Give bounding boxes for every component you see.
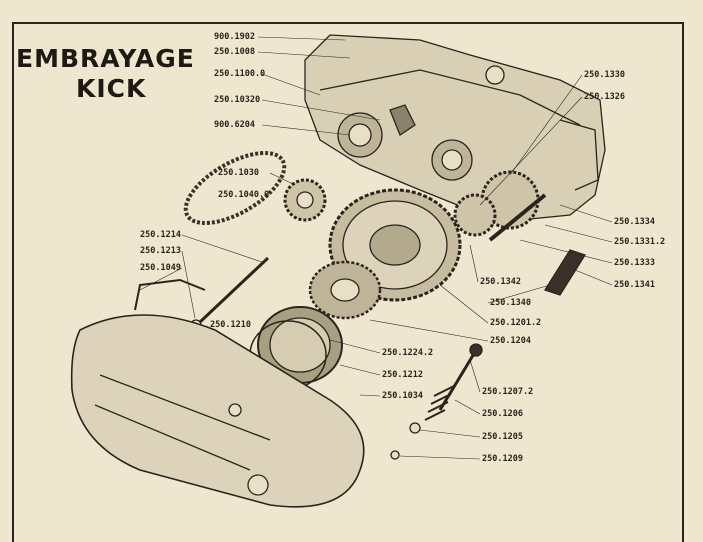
clutch-basket [328,188,462,302]
part-label: 250.1341 [614,280,655,290]
diagram-title-line1: EMBRAYAGE [16,44,195,73]
part-label: 250.1207.2 [482,387,534,397]
part-label: 250.1340 [490,298,531,308]
parts-diagram-page: EMBRAYAGE KICK [12,22,684,542]
part-label: 250.1342 [480,277,521,287]
part-label: 250.1008 [214,47,255,57]
part-label: 250.1100.0 [214,69,266,79]
part-label: 250.10320 [214,95,261,105]
part-label: 250.1326 [584,92,625,102]
part-label: 250.1214 [140,230,181,240]
kick-gears [453,170,547,242]
part-label: 250.1205 [482,432,523,442]
part-label: 250.1209 [482,454,523,464]
part-label: 900.6204 [214,120,255,130]
spring-bolt [390,343,483,460]
clutch-plates [249,306,343,390]
part-label: 250.1210 [210,320,251,330]
part-label: 250.1206 [482,409,523,419]
part-label: 250.1030 [218,168,259,178]
part-label: 250.1049 [140,263,181,273]
part-label: 250.1330 [584,70,625,80]
exploded-view-illustration [70,34,613,508]
small-sprocket [283,178,327,222]
part-label: 250.1331.2 [614,237,666,247]
clutch-hub [308,260,382,320]
part-label: 250.1034 [382,391,423,401]
part-label: 250.1333 [614,258,655,268]
kick-lever [544,249,586,296]
part-label: 250.1213 [140,246,181,256]
part-label: 250.1204 [490,336,531,346]
diagram-frame [12,22,684,542]
side-cover [70,314,365,508]
crankcase-housing [304,34,606,221]
drive-chain [183,151,287,225]
bracket [134,278,206,311]
part-label: 250.1212 [382,370,423,380]
part-label: 250.1040.0 [218,190,270,200]
diagram-title-line2: KICK [76,74,147,103]
part-label: 250.1334 [614,217,655,227]
leader-lines [139,36,613,460]
part-label: 900.1902 [214,32,255,42]
part-label: 250.1201.2 [490,318,542,328]
part-label: 250.1224.2 [382,348,434,358]
